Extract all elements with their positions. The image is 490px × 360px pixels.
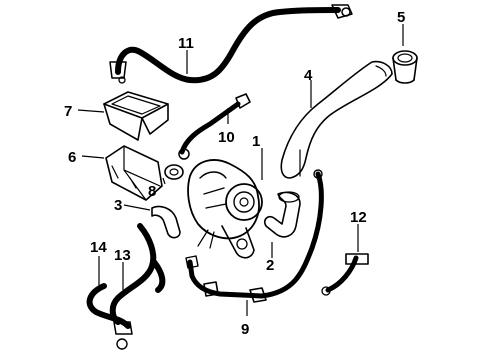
callout-1: 1 xyxy=(252,133,260,150)
part-13-tube xyxy=(109,223,166,325)
callout-7: 7 xyxy=(64,103,72,120)
part-7-filter-box xyxy=(103,91,169,141)
part-9-oil-line xyxy=(185,169,324,303)
callout-9: 9 xyxy=(241,321,249,338)
part-4-intake-duct xyxy=(280,60,393,179)
callout-3: 3 xyxy=(114,197,122,214)
leader-lines xyxy=(77,24,404,316)
callout-11: 11 xyxy=(178,35,194,52)
part-14-tube xyxy=(86,283,133,350)
part-5-coupling xyxy=(392,50,418,84)
callout-10: 10 xyxy=(218,129,235,146)
callout-14: 14 xyxy=(90,239,107,256)
callout-6: 6 xyxy=(68,149,76,166)
part-11-hose xyxy=(109,4,353,84)
part-10-oil-line xyxy=(178,93,251,160)
callout-4: 4 xyxy=(304,67,313,84)
callout-12: 12 xyxy=(350,209,367,226)
callout-2: 2 xyxy=(266,257,274,274)
part-2-elbow-hose xyxy=(263,191,301,238)
callout-13: 13 xyxy=(114,247,131,264)
part-1-turbocharger xyxy=(187,159,263,259)
part-12-hose xyxy=(321,253,369,296)
callout-5: 5 xyxy=(397,9,405,26)
part-8-gasket xyxy=(164,164,184,180)
part-3-hose xyxy=(151,205,181,239)
callout-8: 8 xyxy=(148,183,156,200)
part-6-heat-shield xyxy=(105,145,163,201)
